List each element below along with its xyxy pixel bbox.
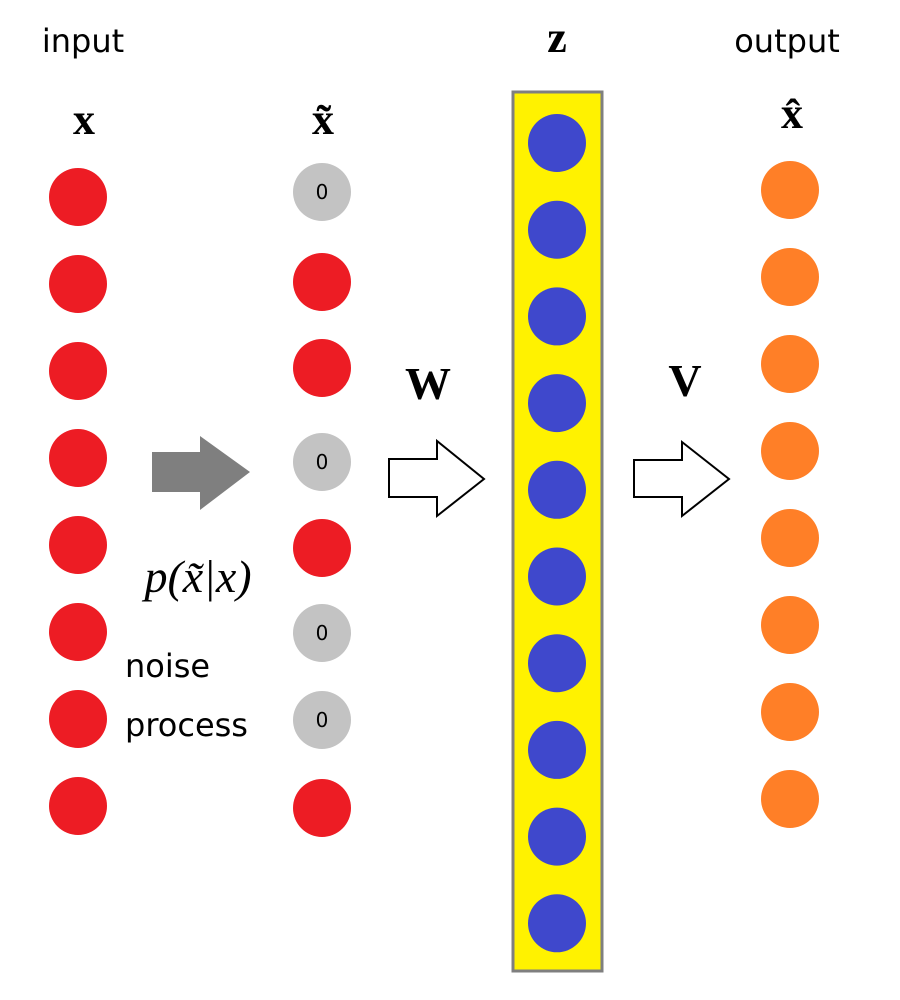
output-label: output (734, 22, 840, 60)
input-unit (49, 342, 107, 400)
x-hat-symbol: x̂ (781, 89, 803, 138)
output-unit (761, 596, 819, 654)
hidden-unit (528, 200, 586, 259)
noise-arrow (152, 436, 250, 510)
zero-value-label: 0 (316, 621, 329, 645)
hidden-unit (528, 460, 586, 519)
hidden-unit (528, 114, 586, 172)
input-unit (49, 690, 107, 748)
v-weight-label: V (668, 355, 701, 406)
input-layer (49, 168, 107, 835)
w-weight-label: W (405, 358, 451, 409)
output-unit (761, 335, 819, 393)
hidden-unit (528, 547, 586, 606)
noise-label: noise (125, 647, 210, 685)
output-unit (761, 422, 819, 480)
x-tilde-symbol: x̃ (312, 95, 334, 144)
noise-distribution-label: p(x̃|x) (141, 551, 251, 602)
hidden-unit (528, 374, 586, 433)
input-label: input (42, 22, 124, 60)
input-unit (49, 168, 107, 226)
input-unit (49, 777, 107, 835)
zero-value-label: 0 (316, 708, 329, 732)
corrupted-layer: 0 0 0 0 (293, 163, 351, 837)
hidden-unit (528, 720, 586, 779)
input-unit (49, 516, 107, 574)
corrupted-unit (293, 339, 351, 397)
z-symbol: z (547, 13, 567, 62)
zeroed-unit (293, 604, 351, 662)
zeroed-unit (293, 691, 351, 749)
hidden-unit (528, 807, 586, 866)
x-symbol: x (73, 95, 95, 144)
hidden-unit (528, 634, 586, 693)
output-unit (761, 683, 819, 741)
zeroed-unit (293, 163, 351, 221)
decoder-arrow (633, 439, 731, 519)
corrupted-unit (293, 519, 351, 577)
input-unit (49, 429, 107, 487)
input-unit (49, 603, 107, 661)
output-unit (761, 248, 819, 306)
zero-value-label: 0 (316, 180, 329, 204)
zero-value-label: 0 (316, 450, 329, 474)
corrupted-unit (293, 253, 351, 311)
encoder-arrow (388, 438, 486, 519)
zeroed-unit (293, 433, 351, 491)
output-layer (761, 161, 819, 828)
input-unit (49, 255, 107, 313)
output-unit (761, 161, 819, 219)
corrupted-unit (293, 779, 351, 837)
hidden-layer (528, 114, 586, 953)
hidden-unit (528, 894, 586, 953)
output-unit (761, 509, 819, 567)
output-unit (761, 770, 819, 828)
process-label: process (125, 706, 248, 744)
hidden-unit (528, 287, 586, 346)
